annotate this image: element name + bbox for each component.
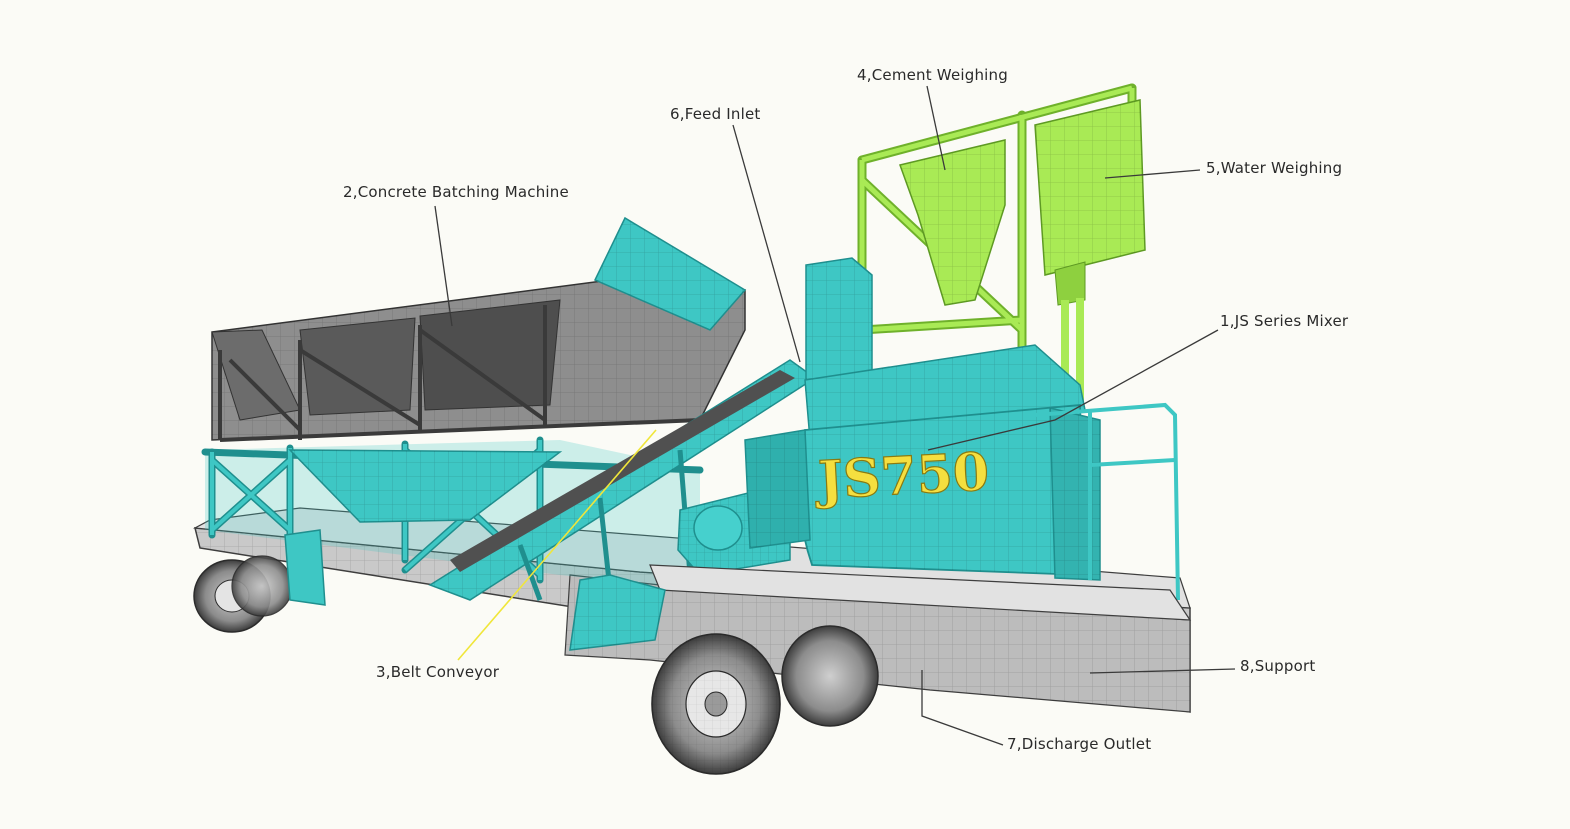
label-belt-conveyor: 3,Belt Conveyor [376,663,500,681]
label-js-series-mixer: 1,JS Series Mixer [1220,312,1349,330]
leader-lines [434,85,1236,746]
label-support: 8,Support [1240,657,1316,675]
leader-cement-weighing [926,85,946,171]
label-concrete-batching-machine: 2,Concrete Batching Machine [343,183,569,201]
leader-js-series-mixer [927,329,1219,451]
leader-water-weighing [1104,169,1201,179]
rear-wheels [193,555,293,633]
leader-feed-inlet [732,124,801,363]
label-cement-weighing: 4,Cement Weighing [857,66,1008,84]
label-water-weighing: 5,Water Weighing [1206,159,1343,177]
mixer-model-badge: JS750 [813,441,991,511]
leader-support [1089,668,1236,674]
belt-conveyor [428,359,817,601]
leader-concrete-batching-machine [434,205,453,327]
label-discharge-outlet: 7,Discharge Outlet [1007,735,1152,753]
label-feed-inlet: 6,Feed Inlet [670,105,761,123]
leader-discharge-outlet [921,670,1004,746]
front-wheels [651,625,879,775]
leader-belt-conveyor [457,429,657,661]
mixer-assembly [284,257,1192,651]
